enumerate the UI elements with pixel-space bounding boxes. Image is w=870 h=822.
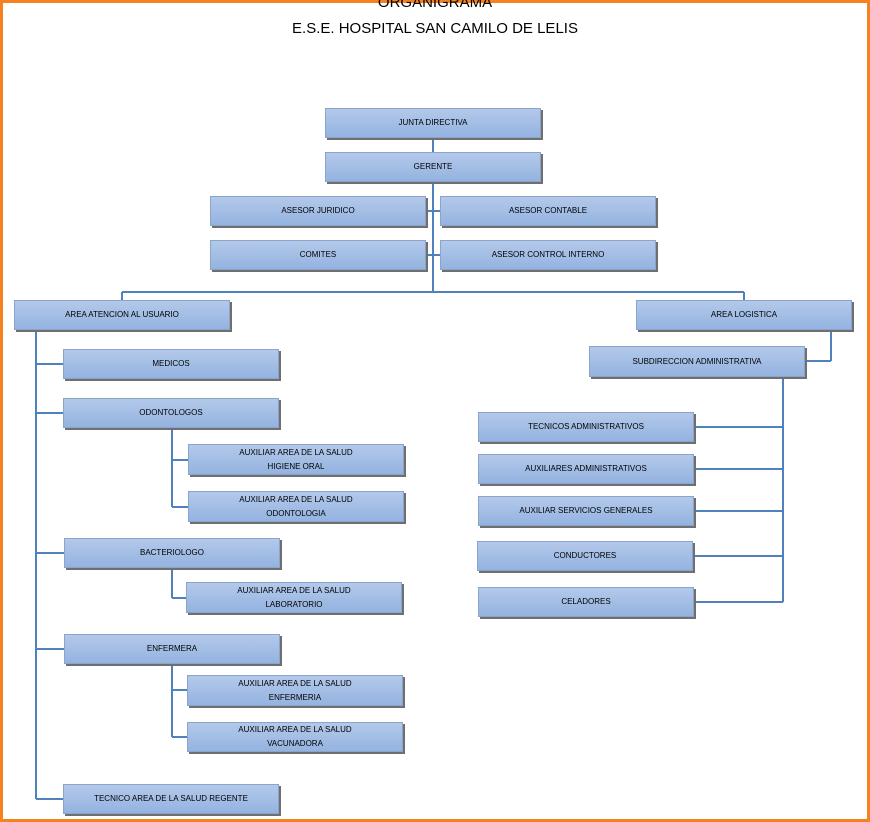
node-label-line2: HIGIENE ORAL (267, 461, 325, 471)
node-label: AREA LOGISTICA (710, 310, 778, 319)
node-label: TECNICO AREA DE LA SALUD REGENTE (94, 794, 248, 803)
node-aux-laboratorio: AUXILIAR AREA DE LA SALUD LABORATORIO (186, 582, 402, 613)
node-odontologos: ODONTOLOGOS (63, 398, 279, 428)
node-bacteriologo: BACTERIOLOGO (64, 538, 280, 568)
node-aux-higiene-oral: AUXILIAR AREA DE LA SALUD HIGIENE ORAL (188, 444, 404, 475)
node-area-atencion-usuario: AREA ATENCION AL USUARIO (14, 300, 230, 330)
node-tecnicos-administrativos: TECNICOS ADMINISTRATIVOS (478, 412, 694, 442)
node-aux-odontologia: AUXILIAR AREA DE LA SALUD ODONTOLOGIA (188, 491, 404, 522)
node-junta-directiva: JUNTA DIRECTIVA (325, 108, 541, 138)
node-asesor-juridico: ASESOR JURIDICO (210, 196, 426, 226)
node-label: AUXILIARES ADMINISTRATIVOS (525, 464, 647, 473)
node-label-line1: AUXILIAR AREA DE LA SALUD (238, 725, 352, 734)
node-label-line2: ENFERMERIA (268, 692, 322, 702)
node-label: AREA ATENCION AL USUARIO (65, 310, 179, 319)
node-label: ODONTOLOGOS (139, 408, 203, 417)
node-label-line1: AUXILIAR AREA DE LA SALUD (237, 585, 351, 595)
node-label: AUXILIAR SERVICIOS GENERALES (519, 506, 653, 515)
node-label-line2: ODONTOLOGIA (266, 508, 326, 518)
node-comites: COMITES (210, 240, 426, 270)
node-label-line1: AUXILIAR AREA DE LA SALUD (239, 447, 353, 457)
node-asesor-contable: ASESOR CONTABLE (440, 196, 656, 226)
node-label-line2: LABORATORIO (265, 599, 323, 609)
node-medicos: MEDICOS (63, 349, 279, 379)
node-gerente: GERENTE (325, 152, 541, 182)
node-label: TECNICOS ADMINISTRATIVOS (528, 422, 644, 431)
node-label-line1: AUXILIAR AREA DE LA SALUD (239, 494, 353, 504)
node-label: ASESOR JURIDICO (281, 206, 355, 215)
node-label: ASESOR CONTABLE (508, 206, 588, 215)
node-area-logistica: AREA LOGISTICA (636, 300, 852, 330)
node-aux-vacunadora: AUXILIAR AREA DE LA SALUD VACUNADORA (187, 722, 403, 752)
node-label: COMITES (299, 250, 337, 259)
node-label: GERENTE (413, 162, 453, 171)
node-celadores: CELADORES (478, 587, 694, 617)
node-enfermera: ENFERMERA (64, 634, 280, 664)
node-label-line2: VACUNADORA (267, 739, 323, 748)
node-label: CELADORES (561, 597, 611, 606)
node-auxiliares-administrativos: AUXILIARES ADMINISTRATIVOS (478, 454, 694, 484)
chart-title: ORGANIGRAMA (377, 0, 493, 11)
node-label-line1: AUXILIAR AREA DE LA SALUD (238, 678, 352, 688)
node-conductores: CONDUCTORES (477, 541, 693, 571)
node-label: ASESOR CONTROL INTERNO (491, 250, 605, 259)
node-subdireccion-administrativa: SUBDIRECCION ADMINISTRATIVA (589, 346, 805, 377)
node-label: MEDICOS (152, 359, 190, 368)
node-label: SUBDIRECCION ADMINISTRATIVA (632, 356, 762, 366)
node-label: CONDUCTORES (553, 551, 617, 560)
node-label: ENFERMERA (146, 644, 198, 653)
chart-subtitle: E.S.E. HOSPITAL SAN CAMILO DE LELIS (292, 20, 578, 37)
node-asesor-control-interno: ASESOR CONTROL INTERNO (440, 240, 656, 270)
node-label: JUNTA DIRECTIVA (398, 118, 468, 127)
node-label: BACTERIOLOGO (139, 548, 204, 557)
node-tecnico-regente: TECNICO AREA DE LA SALUD REGENTE (63, 784, 279, 814)
node-aux-enfermeria: AUXILIAR AREA DE LA SALUD ENFERMERIA (187, 675, 403, 706)
node-auxiliar-servicios-generales: AUXILIAR SERVICIOS GENERALES (478, 496, 694, 526)
